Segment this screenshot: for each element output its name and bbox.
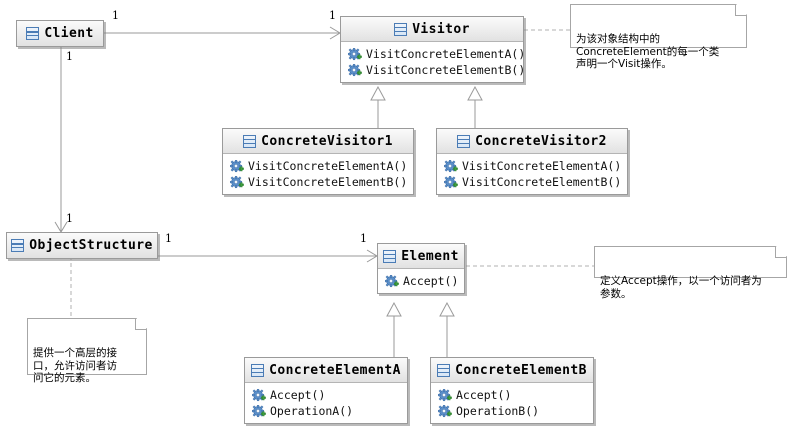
class-box-concreteelementa[interactable]: ConcreteElementA Accept() OperationA() xyxy=(244,357,408,424)
method-gear-icon xyxy=(348,63,362,77)
generalization-concretevisitor1-visitor xyxy=(370,85,386,128)
method-row[interactable]: VisitConcreteElementB() xyxy=(444,175,621,189)
note-fold-corner xyxy=(135,318,147,330)
generalization-concreteelementa-element xyxy=(386,301,402,357)
class-header-client: Client xyxy=(17,21,103,46)
class-header-concreteelementb: ConcreteElementB xyxy=(431,358,593,383)
class-box-element[interactable]: Element Accept() xyxy=(377,243,465,294)
class-header-element: Element xyxy=(378,244,464,269)
method-label: Accept() xyxy=(270,388,326,402)
multiplicity-objectstructure-element-source: 1 xyxy=(165,232,172,245)
note-fold-corner xyxy=(735,4,747,16)
note-fold-corner xyxy=(775,246,787,258)
class-members-concreteelementa: Accept() OperationA() xyxy=(245,383,407,423)
class-header-visitor: Visitor xyxy=(341,17,523,42)
class-members-element: Accept() xyxy=(378,269,464,293)
association-objectstructure-element xyxy=(158,249,378,263)
method-row[interactable]: VisitConcreteElementA() xyxy=(230,159,407,173)
method-label: OperationA() xyxy=(270,404,354,418)
method-row[interactable]: VisitConcreteElementA() xyxy=(348,47,525,61)
method-row[interactable]: Accept() xyxy=(438,388,587,402)
multiplicity-client-objectstructure-target: 1 xyxy=(66,212,73,225)
method-label: VisitConcreteElementA() xyxy=(248,159,408,173)
note-visitor: 为该对象结构中的 ConcreteElement的每一个类 声明一个Visit操… xyxy=(570,4,747,70)
class-box-concretevisitor2[interactable]: ConcreteVisitor2 VisitConcreteElementA()… xyxy=(436,128,628,195)
method-gear-icon xyxy=(444,159,458,173)
class-icon xyxy=(457,134,471,148)
class-name-concreteelementb: ConcreteElementB xyxy=(455,362,587,378)
class-members-concretevisitor2: VisitConcreteElementA() VisitConcreteEle… xyxy=(437,154,627,194)
class-box-client[interactable]: Client xyxy=(16,20,104,47)
class-name-element: Element xyxy=(401,248,459,264)
method-row[interactable]: Accept() xyxy=(385,274,458,288)
method-label: OperationB() xyxy=(456,404,540,418)
association-client-objectstructure xyxy=(54,47,68,233)
method-label: VisitConcreteElementA() xyxy=(462,159,622,173)
method-row[interactable]: VisitConcreteElementB() xyxy=(230,175,407,189)
class-name-concreteelementa: ConcreteElementA xyxy=(269,362,401,378)
class-box-visitor[interactable]: Visitor VisitConcreteElementA() VisitCon… xyxy=(340,16,525,83)
class-box-concretevisitor1[interactable]: ConcreteVisitor1 VisitConcreteElementA()… xyxy=(222,128,414,195)
method-row[interactable]: VisitConcreteElementB() xyxy=(348,63,525,77)
generalization-concretevisitor2-visitor xyxy=(467,85,483,128)
class-icon xyxy=(243,134,257,148)
method-label: Accept() xyxy=(456,388,512,402)
class-members-concretevisitor1: VisitConcreteElementA() VisitConcreteEle… xyxy=(223,154,413,194)
method-gear-icon xyxy=(230,175,244,189)
method-row[interactable]: VisitConcreteElementA() xyxy=(444,159,621,173)
method-gear-icon xyxy=(348,47,362,61)
note-element: 定义Accept操作，以一个访问者为 参数。 xyxy=(594,246,787,300)
class-name-client: Client xyxy=(44,26,94,41)
note-objectstructure: 提供一个高层的接 口，允许访问者访 问它的元素。 xyxy=(27,318,147,384)
method-gear-icon xyxy=(252,404,266,418)
method-label: VisitConcreteElementA() xyxy=(366,47,526,61)
method-row[interactable]: Accept() xyxy=(252,388,401,402)
class-header-concreteelementa: ConcreteElementA xyxy=(245,358,407,383)
class-box-concreteelementb[interactable]: ConcreteElementB Accept() OperationB() xyxy=(430,357,594,424)
class-members-concreteelementb: Accept() OperationB() xyxy=(431,383,593,423)
class-icon xyxy=(383,249,397,263)
class-name-visitor: Visitor xyxy=(412,21,470,37)
class-header-objectstructure: ObjectStructure xyxy=(7,233,157,258)
association-client-visitor xyxy=(104,26,341,40)
class-header-concretevisitor2: ConcreteVisitor2 xyxy=(437,129,627,154)
class-members-visitor: VisitConcreteElementA() VisitConcreteEle… xyxy=(341,42,525,82)
class-icon xyxy=(11,239,25,252)
method-label: VisitConcreteElementB() xyxy=(462,175,622,189)
method-label: Accept() xyxy=(403,274,459,288)
class-icon xyxy=(26,27,40,40)
method-gear-icon xyxy=(438,404,452,418)
method-gear-icon xyxy=(444,175,458,189)
note-text: 提供一个高层的接 口，允许访问者访 问它的元素。 xyxy=(33,347,117,384)
method-gear-icon xyxy=(385,274,399,288)
class-icon xyxy=(251,363,265,377)
multiplicity-client-visitor-target: 1 xyxy=(329,9,336,22)
class-name-objectstructure: ObjectStructure xyxy=(29,238,153,253)
note-text: 定义Accept操作，以一个访问者为 参数。 xyxy=(600,275,762,300)
method-gear-icon xyxy=(252,388,266,402)
class-icon xyxy=(394,22,408,36)
class-box-objectstructure[interactable]: ObjectStructure xyxy=(6,232,158,259)
method-label: VisitConcreteElementB() xyxy=(366,63,526,77)
method-gear-icon xyxy=(230,159,244,173)
multiplicity-client-objectstructure-source: 1 xyxy=(66,50,73,63)
note-text: 为该对象结构中的 ConcreteElement的每一个类 声明一个Visit操… xyxy=(576,33,720,70)
class-name-concretevisitor2: ConcreteVisitor2 xyxy=(475,133,607,149)
class-name-concretevisitor1: ConcreteVisitor1 xyxy=(261,133,393,149)
method-row[interactable]: OperationB() xyxy=(438,404,587,418)
class-header-concretevisitor1: ConcreteVisitor1 xyxy=(223,129,413,154)
method-row[interactable]: OperationA() xyxy=(252,404,401,418)
class-icon xyxy=(437,363,451,377)
method-gear-icon xyxy=(438,388,452,402)
generalization-concreteelementb-element xyxy=(439,301,455,357)
multiplicity-client-visitor-source: 1 xyxy=(112,9,119,22)
multiplicity-objectstructure-element-target: 1 xyxy=(360,232,367,245)
method-label: VisitConcreteElementB() xyxy=(248,175,408,189)
